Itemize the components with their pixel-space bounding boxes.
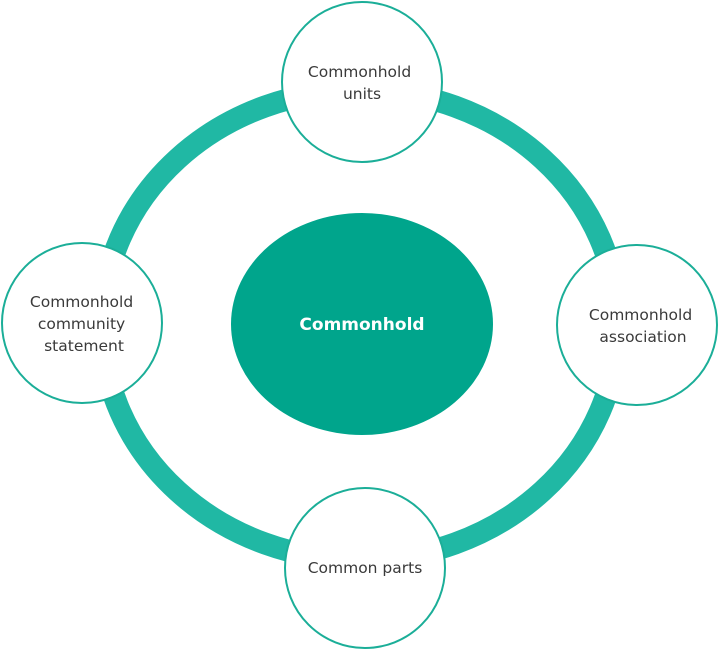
node-commonhold-units: Commonhold units	[281, 1, 443, 163]
node-circle	[284, 487, 446, 649]
node-circle	[281, 1, 443, 163]
node-circle	[1, 242, 163, 404]
node-commonhold-association: Commonhold association	[556, 244, 718, 406]
node-label: Common parts	[308, 559, 423, 577]
node-label: Commonhold units	[308, 63, 416, 103]
node-common-parts: Common parts	[284, 487, 446, 649]
node-commonhold-community-statement: Commonhold community statement	[1, 242, 163, 404]
node-label: Commonhold community statement	[30, 293, 138, 355]
node-label: Commonhold association	[589, 306, 697, 346]
center-label: Commonhold	[299, 315, 424, 335]
node-circle	[556, 244, 718, 406]
center-ellipse	[231, 213, 493, 435]
